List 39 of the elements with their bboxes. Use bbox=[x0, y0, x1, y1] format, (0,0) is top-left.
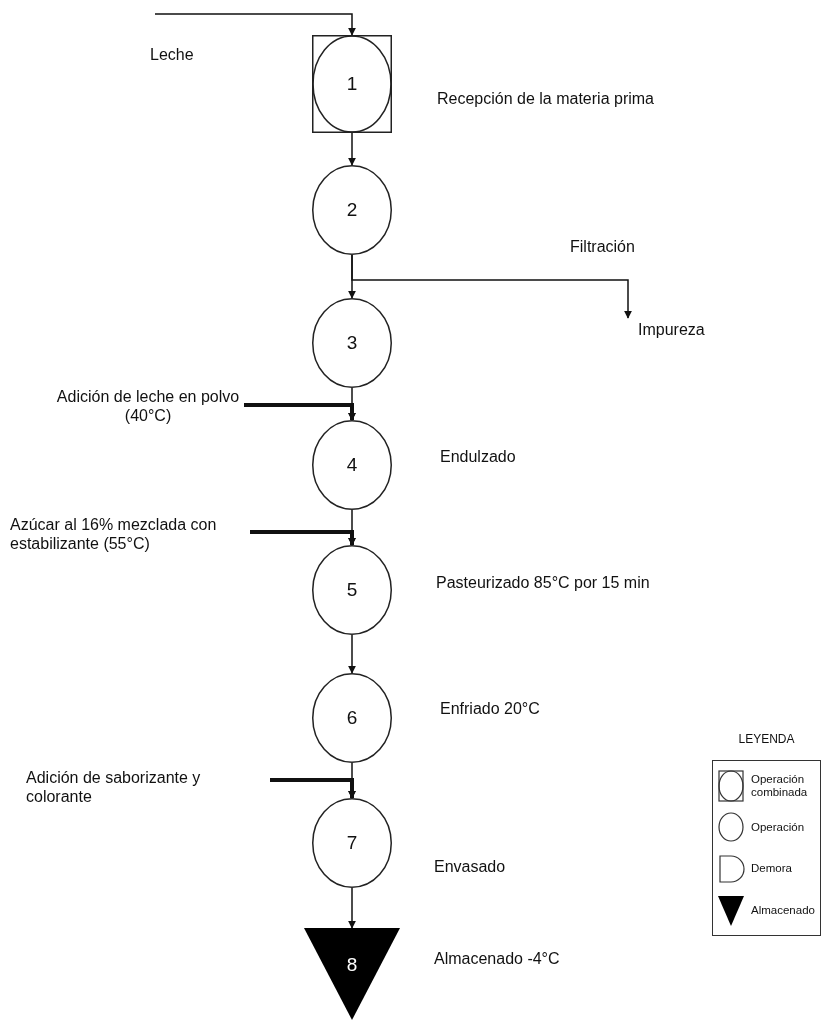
legend-title: LEYENDA bbox=[737, 732, 796, 746]
step-label: Pasteurizado 85°C por 15 min bbox=[436, 574, 650, 592]
arrow bbox=[244, 403, 356, 421]
operation-circle bbox=[312, 420, 392, 510]
arrow bbox=[351, 254, 632, 319]
step-number: 7 bbox=[346, 832, 358, 854]
step-number: 4 bbox=[346, 454, 358, 476]
legend-label: Operación combinada bbox=[751, 772, 809, 799]
arrow bbox=[348, 132, 356, 166]
operation-circle bbox=[312, 165, 392, 255]
arrow bbox=[250, 530, 356, 546]
step-label: Almacenado -4°C bbox=[434, 950, 560, 968]
combined-operation-symbol bbox=[312, 35, 392, 133]
operation-circle bbox=[312, 673, 392, 763]
arrow bbox=[270, 778, 356, 799]
step-label: Enfriado 20°C bbox=[440, 700, 540, 718]
input-note: Impureza bbox=[638, 320, 705, 340]
legend-label: Demora bbox=[751, 862, 792, 876]
step-number: 6 bbox=[346, 707, 358, 729]
operation-circle bbox=[312, 798, 392, 888]
step-number: 3 bbox=[346, 332, 358, 354]
operation-circle bbox=[312, 298, 392, 388]
step-number: 2 bbox=[346, 199, 358, 221]
arrow bbox=[348, 887, 356, 929]
legend-label: Almacenado bbox=[751, 903, 815, 917]
step-number: 1 bbox=[346, 73, 358, 95]
storage-triangle bbox=[304, 928, 400, 1020]
legend-label: Operación bbox=[751, 820, 805, 834]
arrow bbox=[348, 634, 356, 674]
step-label: Envasado bbox=[434, 858, 506, 876]
arrow bbox=[154, 13, 356, 36]
input-note: Azúcar al 16% mezclada con estabilizante (55°C) bbox=[10, 514, 218, 554]
step-label: Recepción de la materia prima bbox=[437, 90, 654, 108]
step-number: 5 bbox=[346, 579, 358, 601]
step-label: Endulzado bbox=[440, 448, 516, 466]
step-number: 8 bbox=[346, 954, 358, 976]
input-note: Adición de saborizante y colorante bbox=[26, 767, 202, 807]
operation-circle bbox=[312, 545, 392, 635]
input-note: Adición de leche en polvo (40°C) bbox=[55, 386, 241, 426]
